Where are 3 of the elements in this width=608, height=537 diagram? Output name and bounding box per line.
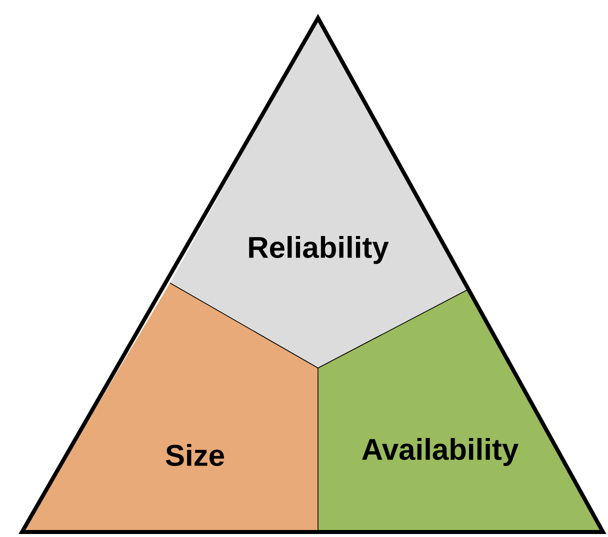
- triangle-segment: Availability: [318, 290, 603, 532]
- triangle-segment: Reliability: [170, 18, 467, 368]
- triangle-segment: Size: [22, 283, 318, 532]
